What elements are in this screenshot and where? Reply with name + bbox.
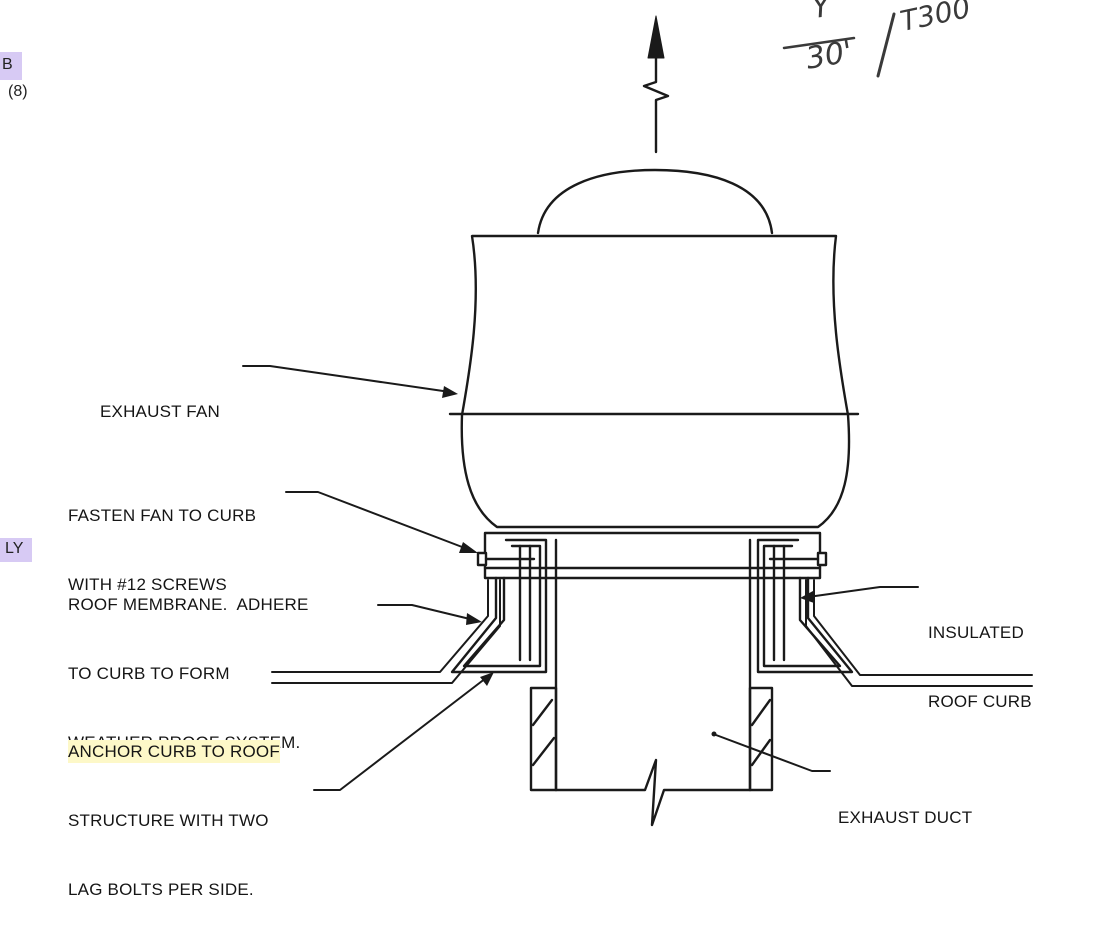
label-line: TO CURB TO FORM [68, 664, 230, 683]
handwritten-slash [876, 12, 896, 78]
label-line: ROOF MEMBRANE. ADHERE [68, 595, 309, 614]
margin-highlight-mid [0, 538, 32, 562]
label-fasten-fan: FASTEN FAN TO CURB WITH #12 SCREWS [68, 458, 256, 642]
exhaust-fan-curb-detail [242, 15, 1033, 827]
airflow-arrow [642, 15, 670, 154]
label-line: STRUCTURE WITH TWO [68, 811, 269, 830]
label-line: ROOF CURB [928, 692, 1032, 711]
margin-fragment-ly: LY [5, 540, 24, 557]
detail-sheet: B (8) LY Y 30' T300 EXHAUST FAN FASTEN F… [0, 0, 1033, 899]
label-line: WITH #12 SCREWS [68, 575, 227, 594]
margin-fragment-count: (8) [8, 83, 28, 100]
margin-fragment-b: B [2, 56, 13, 73]
handwritten-numerator: Y [809, 0, 833, 27]
roof-membrane [271, 579, 1033, 687]
right-curb-wall [756, 538, 854, 674]
fan-housing [460, 234, 851, 529]
label-line: EXHAUST DUCT [838, 808, 973, 827]
label-exhaust-fan: EXHAUST FAN [100, 354, 220, 469]
label-exhaust-duct: EXHAUST DUCT [838, 760, 972, 875]
label-insulated-curb: INSULATED ROOF CURB [928, 575, 1032, 759]
label-anchor-curb: ANCHOR CURB TO ROOF STRUCTURE WITH TWO L… [68, 694, 280, 947]
label-line: INSULATED [928, 623, 1024, 642]
fan-dome [536, 168, 774, 235]
label-line: LAG BOLTS PER SIDE. [68, 880, 254, 899]
label-line: EXHAUST FAN [100, 402, 220, 421]
exhaust-duct [529, 538, 774, 827]
leader-lines [242, 365, 919, 791]
left-curb-wall [450, 538, 548, 674]
label-line: ANCHOR CURB TO ROOF [68, 740, 280, 763]
handwritten-fraction-bar [782, 36, 856, 50]
label-line: FASTEN FAN TO CURB [68, 506, 257, 525]
margin-highlight-top [0, 52, 22, 80]
